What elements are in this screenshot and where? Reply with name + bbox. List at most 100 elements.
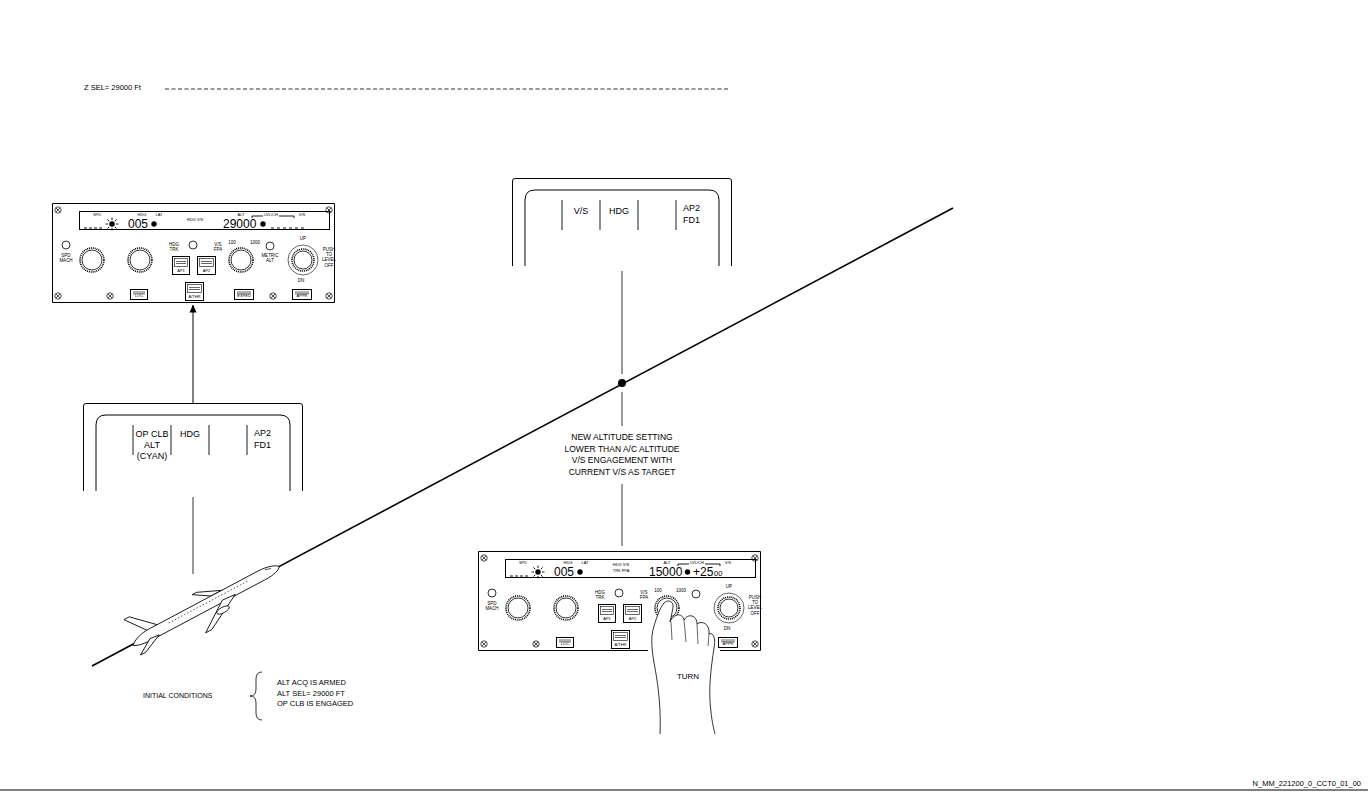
push-button: A/THR (611, 630, 630, 649)
managed-dot (577, 569, 582, 574)
display-readout: 29000 (223, 218, 256, 230)
managed-dot (151, 221, 156, 226)
push-button: LOC (556, 637, 574, 648)
panel-knobs (488, 589, 744, 623)
display-readout: V/S (725, 561, 731, 565)
light-ray (541, 567, 543, 569)
light-ray (112, 228, 113, 231)
screen-bezel (513, 179, 732, 267)
fcu-display: SPDHDGLATHDG V/SALTLVL/CHV/S00529000 (79, 211, 330, 230)
panel-label: DN (298, 279, 305, 284)
panel-knobs (62, 241, 318, 275)
leader-line (622, 271, 623, 374)
light-ray (115, 219, 117, 221)
display-readout: LAT (155, 213, 162, 217)
button-label: AP2 (203, 269, 211, 273)
panel-label: 100 (654, 589, 662, 594)
light-ray (532, 572, 535, 573)
fma-mode: V/S (574, 207, 589, 216)
push-button: AP1 (172, 256, 190, 275)
button-label: A/THR (615, 643, 627, 647)
panel-label: PUSH TO LEVEL OFF (747, 595, 763, 616)
light-ray (542, 572, 545, 573)
button-label: LOC (135, 294, 143, 298)
screw (55, 293, 61, 299)
display-readout: HDG V/S (613, 563, 629, 567)
selected-altitude-line (165, 89, 728, 90)
aircraft-engine (215, 604, 230, 616)
panel-label: PUSH TO LEVEL OFF (321, 247, 337, 268)
panel-label: V/S FPA (211, 242, 225, 252)
panel-frame (53, 204, 335, 303)
display-readout: 00 (714, 570, 722, 578)
fma-mode: AP2 (254, 429, 271, 438)
light-ray (115, 227, 117, 229)
screw (107, 293, 113, 299)
arrow-connector (193, 305, 194, 403)
fma-mode: ALT (144, 441, 160, 450)
push-button: APPR (292, 289, 312, 300)
panel-label: SPD MACH (57, 253, 75, 263)
push-button: LOC (130, 289, 148, 300)
light-ray (107, 219, 109, 221)
push-button: AP1 (598, 604, 616, 623)
fma-display: V/SHDGAP2FD1 (512, 178, 732, 266)
display-readout: HDG (138, 213, 147, 217)
light-ray (116, 224, 119, 225)
flight-path (92, 208, 953, 666)
display-readout: V/S (299, 213, 305, 217)
conditions-heading: INITIAL CONDITIONS (143, 692, 212, 699)
light-ray (538, 576, 539, 579)
panel-label: V/S FPA (637, 590, 651, 600)
panel-label: 1000 (676, 589, 686, 594)
button-label: APPR (723, 642, 734, 646)
figure-reference: N_MM_221200_0_CCT0_01_00 (1253, 780, 1361, 788)
dashes (84, 228, 102, 229)
managed-dot (535, 569, 540, 574)
display-readout: LAT (581, 561, 588, 565)
fcu-panel: SPD MACHHDG TRKV/S FPA1001000UPPUSH TO L… (478, 551, 761, 651)
button-label: EXPED (237, 294, 251, 298)
panel-label: SPD MACH (483, 601, 501, 611)
panel-label: UP (726, 585, 732, 590)
aircraft-fuselage (130, 561, 282, 649)
column-separators (562, 200, 676, 230)
panel-label: DN (724, 627, 731, 632)
aircraft-stabilizer (136, 634, 164, 655)
display-readout: +25 (693, 566, 713, 578)
push-button: AP2 (197, 256, 216, 275)
hand-creases (671, 620, 709, 646)
aircraft-cockpit (265, 567, 271, 572)
screw (326, 293, 332, 299)
event-point (618, 379, 626, 387)
fma-mode: FD1 (254, 441, 271, 450)
light-ray (541, 575, 543, 577)
lamp-bars (615, 636, 626, 638)
condition-item: OP CLB IS ENGAGED (277, 700, 353, 708)
dashes (510, 576, 528, 577)
display-readout: SPD (519, 561, 527, 565)
dashes (271, 228, 304, 229)
button-label: AP1 (603, 617, 611, 621)
panel-label: METRIC ALT (260, 253, 280, 263)
lamp-frame (601, 607, 614, 615)
screw (533, 641, 539, 647)
light-ray (107, 227, 109, 229)
lamp-bars (176, 262, 186, 264)
push-button: AP2 (623, 604, 642, 623)
light-ray (533, 575, 535, 577)
fma-mode: OP CLB (136, 430, 169, 439)
lamp-bars (602, 610, 612, 612)
fma-display: OP CLBALT(CYAN)HDGAP2FD1 (83, 403, 303, 491)
button-label: AP1 (177, 269, 185, 273)
display-readout: ALT (237, 213, 244, 217)
display-readout: ALT (663, 561, 670, 565)
leader-line (622, 392, 623, 426)
light-ray (538, 566, 539, 569)
leader-line (193, 497, 194, 574)
button-label: APPR (297, 294, 308, 298)
screw (481, 555, 487, 561)
panel-label: UP (300, 237, 306, 242)
screw (55, 207, 61, 213)
hand (652, 601, 715, 734)
